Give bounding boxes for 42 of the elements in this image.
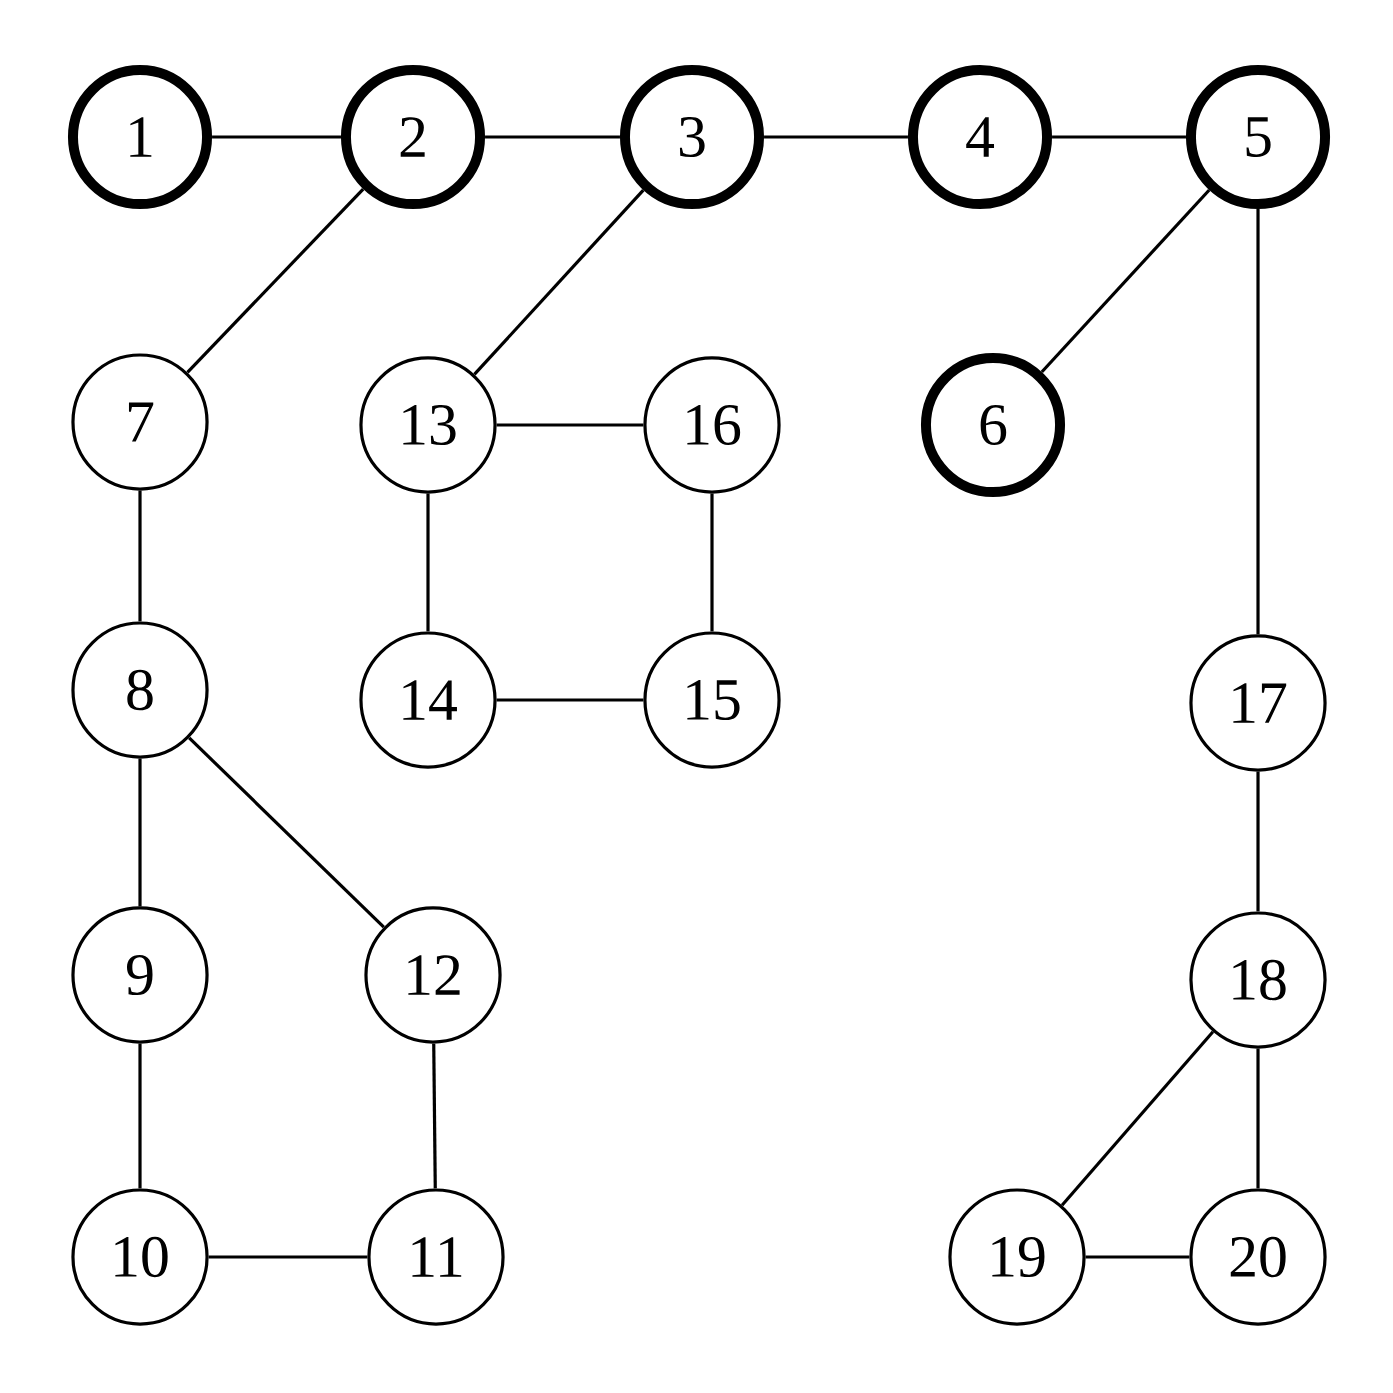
connector-line	[188, 736, 385, 929]
circle-node: 3	[619, 64, 765, 210]
circle-node: 15	[643, 631, 781, 769]
circle-node: 6	[920, 352, 1066, 498]
connector-line	[764, 135, 908, 139]
connector-line	[473, 189, 645, 376]
connector-line	[1085, 1255, 1190, 1259]
circle-node: 10	[71, 1188, 209, 1326]
connector-line	[496, 698, 644, 702]
circle-node: 11	[367, 1188, 505, 1326]
circle-node: 2	[340, 64, 486, 210]
connector-line	[496, 423, 644, 427]
connector-line	[212, 135, 341, 139]
circle-node: 19	[948, 1188, 1086, 1326]
circle-node: 17	[1189, 634, 1327, 772]
connector-line	[138, 1043, 142, 1189]
circle-node: 14	[359, 631, 497, 769]
circle-node: 13	[359, 356, 497, 494]
circle-node: 9	[71, 906, 209, 1044]
connector-line	[1256, 1048, 1260, 1189]
connector-line	[138, 758, 142, 907]
circle-node: 18	[1189, 911, 1327, 1049]
connector-line	[1040, 188, 1211, 374]
connector-line	[485, 135, 620, 139]
circle-node: 7	[71, 353, 209, 491]
connector-line	[426, 493, 430, 632]
circle-node: 8	[71, 621, 209, 759]
connector-line	[186, 187, 365, 374]
connector-line	[710, 493, 714, 632]
connector-line	[138, 490, 142, 622]
circle-node: 5	[1185, 64, 1331, 210]
connector-line	[1256, 771, 1260, 912]
circle-node: 12	[364, 906, 502, 1044]
circle-node: 4	[907, 64, 1053, 210]
connector-line	[432, 1043, 437, 1189]
circle-node: 1	[67, 64, 213, 210]
connector-line	[1052, 135, 1186, 139]
connector-line	[1256, 209, 1260, 635]
circle-node: 16	[643, 356, 781, 494]
connector-line	[208, 1255, 368, 1259]
connector-line	[1060, 1030, 1215, 1207]
circle-node: 20	[1189, 1188, 1327, 1326]
